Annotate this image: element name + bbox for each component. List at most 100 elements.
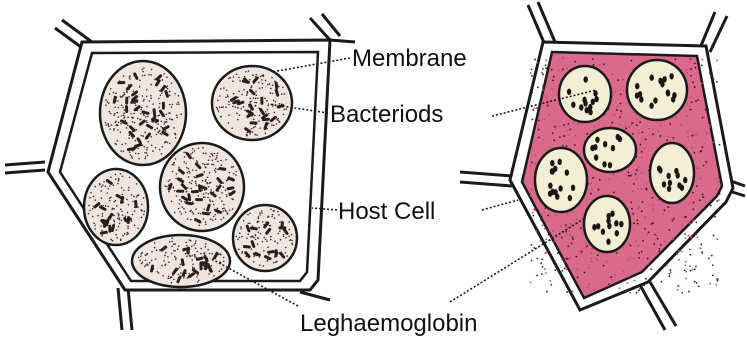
- stipple-dot: [262, 76, 264, 78]
- stipple-dot: [179, 211, 181, 213]
- bacteroid: [590, 145, 594, 151]
- stipple-dot: [205, 179, 207, 181]
- right-infected-cell: [460, 2, 745, 330]
- stipple-dot: [115, 106, 117, 108]
- stipple-dot: [123, 151, 125, 153]
- leghaemoglobin-dot: [627, 242, 629, 244]
- stipple-dot: [213, 204, 215, 206]
- leghaemoglobin-dot: [554, 240, 556, 242]
- leghaemoglobin-dot: [537, 62, 539, 64]
- stipple-dot: [142, 95, 144, 97]
- bacteroid: [666, 90, 670, 96]
- stipple-dot: [196, 251, 198, 253]
- left-host-cell: [5, 14, 355, 330]
- stipple-dot: [168, 261, 170, 263]
- leghaemoglobin-dot: [537, 209, 539, 211]
- leghaemoglobin-dot: [567, 130, 569, 132]
- stipple-dot: [190, 255, 192, 257]
- bacteroid-vesicle: [627, 60, 687, 120]
- stipple-dot: [236, 113, 238, 115]
- stipple-dot: [189, 182, 191, 184]
- stipple-dot: [186, 245, 188, 247]
- stipple-dot: [112, 240, 114, 242]
- stipple-dot: [171, 164, 173, 166]
- leghaemoglobin-dot: [611, 73, 613, 75]
- stipple-dot: [275, 101, 277, 103]
- stipple-dot: [144, 74, 146, 76]
- leghaemoglobin-dot: [532, 147, 534, 149]
- stipple-dot: [254, 134, 256, 136]
- leghaemoglobin-dot: [652, 222, 654, 224]
- stipple-dot: [178, 274, 180, 276]
- bacteroid: [571, 185, 575, 191]
- stipple-dot: [159, 103, 161, 105]
- stipple-dot: [174, 250, 176, 252]
- leghaemoglobin-dot: [641, 251, 643, 253]
- stipple-dot: [246, 93, 248, 95]
- stipple-dot: [113, 92, 115, 94]
- leghaemoglobin-dot: [686, 69, 688, 71]
- stipple-dot: [263, 265, 265, 267]
- bacteroid: [187, 247, 190, 255]
- stipple-dot: [120, 131, 122, 133]
- stipple-dot: [237, 119, 239, 121]
- stipple-dot: [116, 112, 118, 114]
- stipple-dot: [258, 82, 260, 84]
- stipple-dot: [133, 90, 135, 92]
- stipple-dot: [90, 192, 92, 194]
- stipple-dot: [291, 234, 293, 236]
- leghaemoglobin-dot: [548, 147, 550, 149]
- leghaemoglobin-dot: [565, 266, 567, 268]
- bacteroid: [162, 102, 165, 110]
- stipple-dot: [249, 79, 251, 81]
- leghaemoglobin-dot: [608, 284, 610, 286]
- stipple-dot: [171, 246, 173, 248]
- stipple-dot: [277, 242, 279, 244]
- stipple-dot: [164, 185, 166, 187]
- leghaemoglobin-dot: [545, 238, 547, 240]
- stipple-dot: [273, 100, 275, 102]
- leghaemoglobin-dot: [590, 193, 592, 195]
- stipple-dot: [102, 205, 104, 207]
- stipple-dot: [291, 242, 293, 244]
- leghaemoglobin-dot: [577, 276, 579, 278]
- leghaemoglobin-dot: [635, 173, 637, 175]
- leghaemoglobin-dot: [648, 128, 650, 130]
- leghaemoglobin-dot: [538, 129, 540, 131]
- stipple-dot: [118, 215, 120, 217]
- stipple-dot: [117, 107, 119, 109]
- leghaemoglobin-dot: [590, 182, 592, 184]
- leghaemoglobin-dot: [690, 109, 692, 111]
- stipple-dot: [231, 166, 233, 168]
- stipple-dot: [242, 251, 244, 253]
- bacteroid: [591, 99, 595, 105]
- leghaemoglobin-dot: [569, 230, 571, 232]
- leghaemoglobin-dot: [584, 272, 586, 274]
- leghaemoglobin-dot: [639, 132, 641, 134]
- stipple-dot: [274, 217, 276, 219]
- leghaemoglobin-dot: [531, 189, 533, 191]
- stipple-dot: [135, 104, 137, 106]
- leghaemoglobin-dot: [716, 60, 718, 62]
- stipple-dot: [204, 171, 206, 173]
- bacteroid: [558, 185, 562, 191]
- stipple-dot: [164, 255, 166, 257]
- leghaemoglobin-dot: [550, 255, 552, 257]
- leghaemoglobin-dot: [714, 216, 716, 218]
- leghaemoglobin-dot: [541, 72, 543, 74]
- stipple-dot: [127, 226, 129, 228]
- stipple-dot: [123, 109, 125, 111]
- leghaemoglobin-dot: [606, 261, 608, 263]
- leghaemoglobin-dot: [577, 123, 579, 125]
- leghaemoglobin-dot: [640, 188, 642, 190]
- leghaemoglobin-dot: [533, 215, 535, 217]
- stipple-dot: [277, 233, 279, 235]
- stipple-dot: [185, 253, 187, 255]
- leghaemoglobin-dot: [545, 64, 547, 66]
- stipple-dot: [109, 185, 111, 187]
- stipple-dot: [158, 107, 160, 109]
- leghaemoglobin-dot: [591, 252, 593, 254]
- leghaemoglobin-dot: [691, 147, 693, 149]
- stipple-dot: [152, 150, 154, 152]
- stipple-dot: [252, 74, 254, 76]
